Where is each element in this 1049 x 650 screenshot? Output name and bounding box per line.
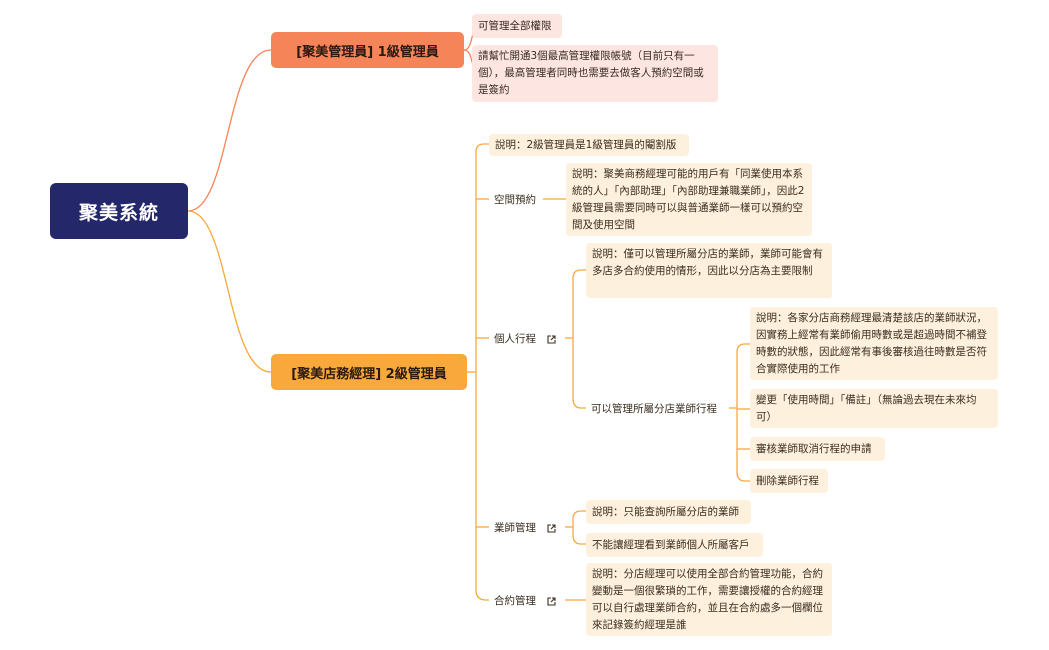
contract-management-label: 合約管理: [494, 595, 536, 607]
personal-schedule-topic[interactable]: 個人行程: [489, 328, 562, 350]
branch-level1-admin[interactable]: [聚美管理員] 1級管理員: [271, 32, 464, 68]
change-time-remark-item[interactable]: 變更「使用時間」「備註」（無論過去現在未來均可）: [750, 389, 998, 428]
review-cancel-request-item[interactable]: 審核業師取消行程的申請: [750, 437, 885, 461]
level1-note-full-permissions[interactable]: 可管理全部權限: [472, 14, 562, 38]
external-link-icon[interactable]: [546, 523, 557, 534]
contract-management-note[interactable]: 說明：分店經理可以使用全部合約管理功能，合約變動是一個很繁瑣的工作，需要讓授權的…: [586, 563, 832, 636]
level2-note-description[interactable]: 說明：2級管理員是1級管理員的閹割版: [489, 134, 689, 156]
teacher-management-note[interactable]: 說明：只能查詢所屬分店的業師: [586, 500, 751, 524]
external-link-icon[interactable]: [546, 334, 557, 345]
delete-teacher-schedule-item[interactable]: 刪除業師行程: [750, 469, 828, 493]
level1-note-accounts-request[interactable]: 請幫忙開通3個最高管理權限帳號（目前只有一個），最高管理者同時也需要去做客人預約…: [472, 45, 718, 102]
teacher-management-topic[interactable]: 業師管理: [489, 517, 562, 539]
branch-level2-manager[interactable]: [聚美店務經理] 2級管理員: [271, 354, 467, 390]
personal-schedule-label: 個人行程: [494, 333, 536, 345]
hide-teacher-clients-item[interactable]: 不能讓經理看到業師個人所屬客戶: [586, 533, 763, 557]
contract-management-topic[interactable]: 合約管理: [489, 590, 562, 612]
space-booking-note[interactable]: 說明：聚美商務經理可能的用戶有「同業使用本系統的人」「內部助理」「內部助理兼職業…: [566, 163, 812, 236]
space-booking-label: 空間預約: [494, 194, 536, 206]
space-booking-topic[interactable]: 空間預約: [489, 189, 541, 211]
root-node[interactable]: 聚美系統: [50, 183, 188, 239]
personal-schedule-note[interactable]: 說明：僅可以管理所屬分店的業師，業師可能會有多店多合約使用的情形，因此以分店為主…: [586, 243, 832, 298]
manage-teacher-schedule-label: 可以管理所屬分店業師行程: [591, 403, 717, 415]
external-link-icon[interactable]: [546, 596, 557, 607]
teacher-management-label: 業師管理: [494, 522, 536, 534]
manage-teacher-schedule-topic[interactable]: 可以管理所屬分店業師行程: [586, 398, 722, 420]
manage-schedule-note[interactable]: 說明：各家分店商務經理最清楚該店的業師狀況，因實務上經常有業師偷用時數或是超過時…: [750, 307, 998, 380]
